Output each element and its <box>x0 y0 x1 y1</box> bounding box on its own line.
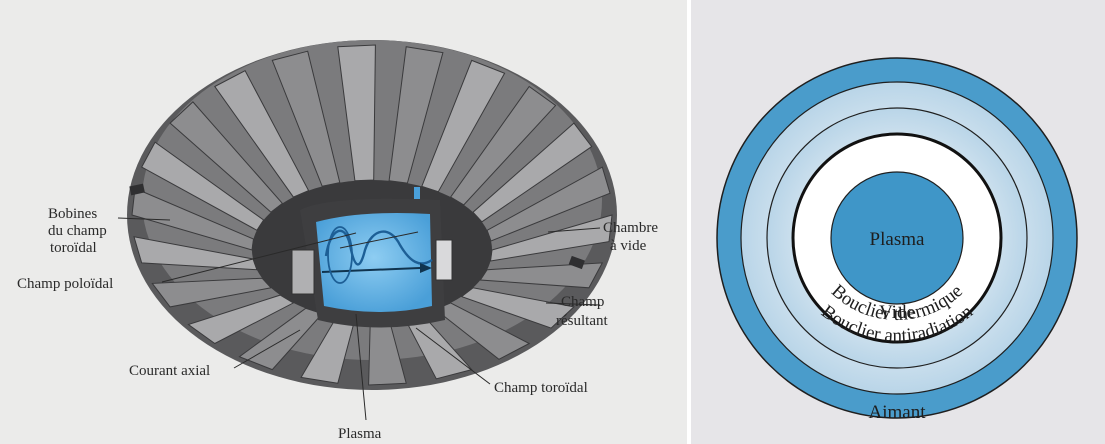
label-chambre-line2: à vide <box>610 238 647 254</box>
label-courant-axial: Courant axial <box>129 363 210 379</box>
label-bobines-line1: Bobines <box>48 206 97 222</box>
label-aimant: Aimant <box>869 402 927 423</box>
label-plasma: Plasma <box>338 426 382 442</box>
label-chambre-line1: Chambre <box>603 220 658 236</box>
label-champ-resultant-line2: résultant <box>556 313 608 329</box>
vacuum-chamber <box>292 187 452 328</box>
label-bobines-line2: du champ <box>48 223 107 239</box>
label-bobines-line3: toroïdal <box>50 240 97 256</box>
label-plasma-core: Plasma <box>870 229 925 250</box>
label-champ-poloidal: Champ poloïdal <box>17 276 113 292</box>
cross-section-diagram: Plasma Vide Bouclier thermique Bouclier … <box>691 0 1105 444</box>
label-champ-resultant-line1: Champ <box>561 294 604 310</box>
label-champ-toroidal: Champ toroïdal <box>494 380 588 396</box>
tokamak-illustration-panel: Bobines du champ toroïdal Chambre à vide… <box>0 0 687 444</box>
cross-section-panel: Plasma Vide Bouclier thermique Bouclier … <box>691 0 1105 444</box>
tokamak-illustration: Bobines du champ toroïdal Chambre à vide… <box>0 0 687 444</box>
